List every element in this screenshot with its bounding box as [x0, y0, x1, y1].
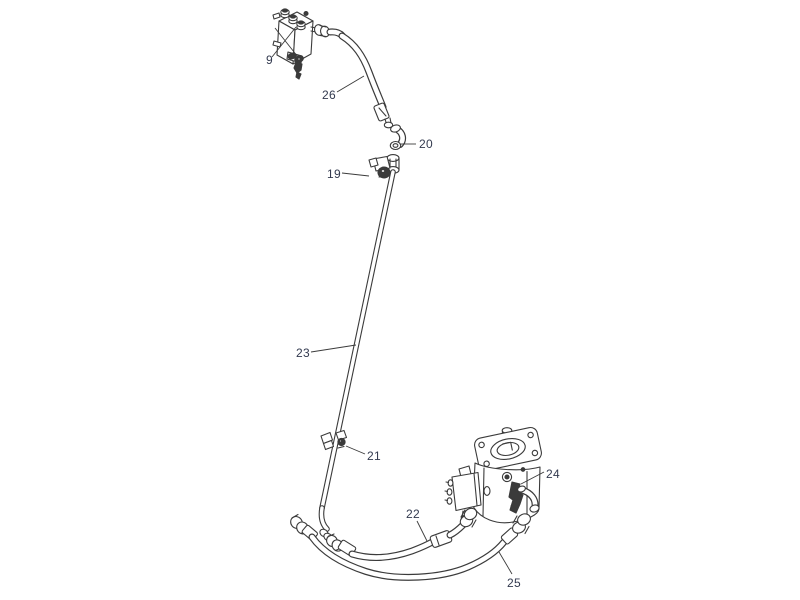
- callout-22: 22: [406, 507, 428, 542]
- callout-label-22: 22: [406, 507, 420, 521]
- leader-line: [416, 520, 428, 542]
- leader-line: [271, 26, 297, 58]
- callout-label-19: 19: [327, 167, 341, 181]
- callout-21: 21: [345, 445, 381, 463]
- pump-flange: [474, 426, 542, 472]
- callout-label-21: 21: [367, 449, 381, 463]
- callout-23: 23: [296, 344, 357, 360]
- leader-line: [498, 551, 513, 575]
- elbow-fitting-part-20: [389, 124, 407, 151]
- leader-line: [274, 27, 299, 58]
- pump-part-24: [444, 426, 542, 524]
- reservoir-part-9: [272, 8, 317, 80]
- callout-label-20: 20: [419, 137, 433, 151]
- hose-part-22: [326, 507, 478, 562]
- leader-line: [341, 172, 370, 177]
- leader-line: [520, 471, 545, 485]
- callout-label-23: 23: [296, 346, 310, 360]
- callout-label-24: 24: [546, 467, 560, 481]
- leader-line: [345, 445, 366, 455]
- callout-25: 25: [498, 551, 521, 590]
- callout-26: 26: [322, 75, 365, 102]
- clamp-part-21: [320, 429, 348, 451]
- hose-part-25: [290, 513, 531, 581]
- hose-part-26: [313, 24, 394, 129]
- callout-label-26: 26: [322, 88, 336, 102]
- callout-19: 19: [327, 167, 370, 181]
- callout-label-25: 25: [507, 576, 521, 590]
- callout-label-9: 9: [266, 53, 273, 67]
- tube-part-23: [318, 169, 396, 542]
- fitting-part-19: [368, 154, 400, 179]
- leader-line: [310, 344, 357, 353]
- leader-line: [336, 75, 365, 93]
- reservoir-ports: [272, 8, 309, 31]
- callout-20: 20: [401, 137, 433, 151]
- callout-9: 9: [266, 26, 299, 67]
- callouts: 9 26 20 19 23 21 22 24: [266, 26, 560, 590]
- reservoir-valve: [286, 51, 304, 80]
- callout-24: 24: [520, 467, 560, 485]
